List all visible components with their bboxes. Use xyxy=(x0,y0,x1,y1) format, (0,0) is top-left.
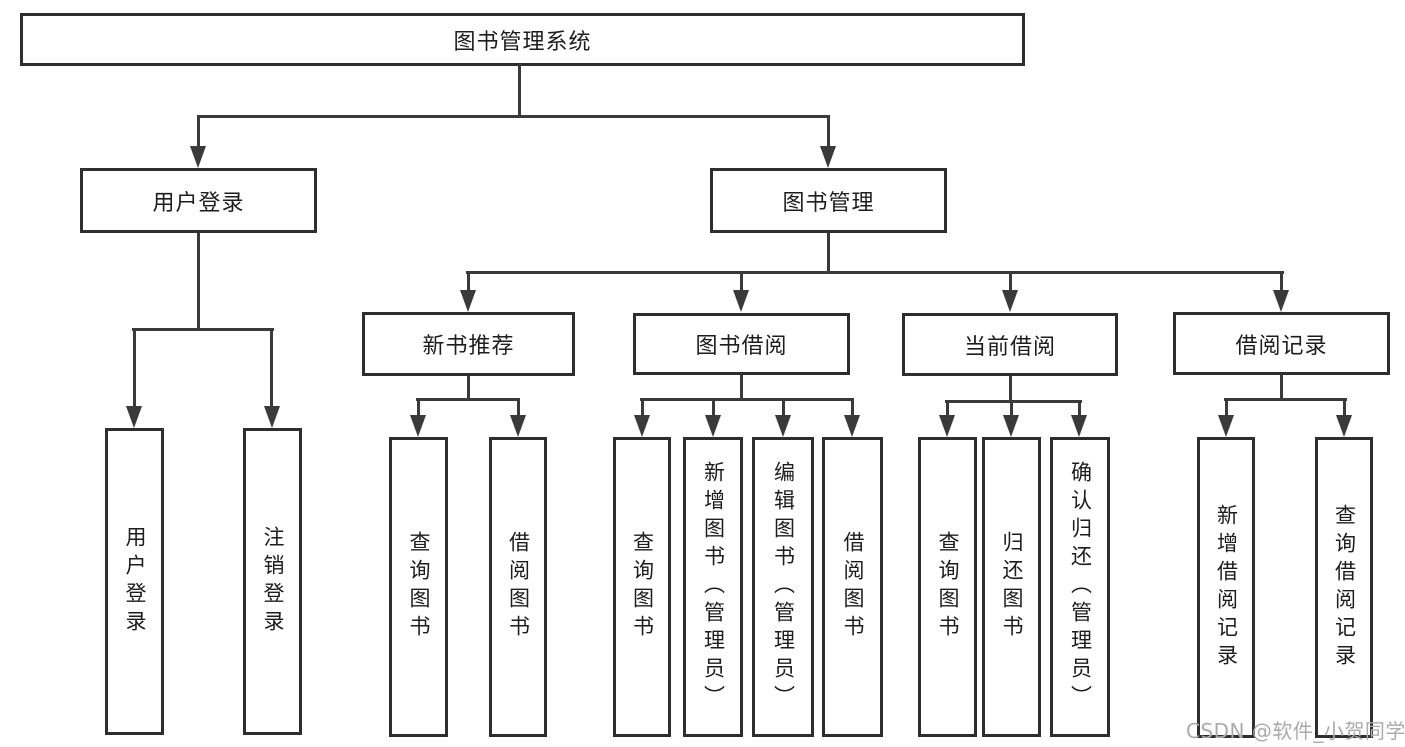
node-new-book-recommend: 新书推荐 xyxy=(362,312,575,376)
arrow-down-icon xyxy=(1002,290,1018,312)
connector-line xyxy=(740,271,743,296)
connector-line xyxy=(466,271,1284,274)
leaf-add-book-admin: 新增图书（管理员） xyxy=(683,437,743,737)
connector-line xyxy=(946,400,949,422)
connector-line xyxy=(1224,398,1347,401)
connector-line xyxy=(1009,271,1012,296)
node-user-login: 用户登录 xyxy=(80,168,317,233)
node-label: 图书借阅 xyxy=(695,334,788,359)
connector-line xyxy=(712,398,715,422)
arrow-down-icon xyxy=(1336,415,1352,437)
node-system-root: 图书管理系统 xyxy=(20,13,1025,66)
node-label: 用户登录 xyxy=(123,525,147,638)
leaf-borrow-books-borrowing: 借阅图书 xyxy=(822,437,883,737)
connector-line xyxy=(782,398,785,422)
connector-line xyxy=(1343,398,1346,422)
connector-line xyxy=(133,328,136,412)
leaf-query-books-current: 查询图书 xyxy=(918,437,977,737)
node-current-borrowing: 当前借阅 xyxy=(902,313,1118,376)
arrow-down-icon xyxy=(410,415,426,437)
connector-line xyxy=(1078,400,1081,422)
connector-line xyxy=(1280,271,1283,296)
arrow-down-icon xyxy=(1071,415,1087,437)
connector-line xyxy=(641,398,644,422)
connector-line xyxy=(851,398,854,422)
arrow-down-icon xyxy=(1218,415,1234,437)
arrow-down-icon xyxy=(939,415,955,437)
node-label: 归还图书 xyxy=(1000,531,1024,643)
connector-line xyxy=(197,115,830,118)
node-book-borrowing: 图书借阅 xyxy=(633,313,850,375)
arrow-down-icon xyxy=(190,146,206,168)
leaf-query-books-borrowing: 查询图书 xyxy=(613,437,671,737)
connector-line xyxy=(132,328,274,331)
node-label: 查询图书 xyxy=(407,531,431,643)
node-label: 查询图书 xyxy=(630,531,655,643)
connector-line xyxy=(1009,376,1012,403)
arrow-down-icon xyxy=(705,415,721,437)
arrow-down-icon xyxy=(775,415,791,437)
connector-line xyxy=(417,398,420,422)
leaf-add-borrow-record: 新增借阅记录 xyxy=(1197,437,1255,738)
arrow-down-icon xyxy=(1003,415,1019,437)
watermark: CSDN @软件_小贺同学 xyxy=(1186,719,1405,743)
node-label: 新书推荐 xyxy=(422,334,515,359)
connector-line xyxy=(945,400,1082,403)
node-label: 图书管理系统 xyxy=(453,29,592,55)
connector-line xyxy=(197,233,200,330)
arrow-down-icon xyxy=(844,415,860,437)
leaf-return-book: 归还图书 xyxy=(982,437,1041,737)
connector-line xyxy=(416,398,520,401)
connector-line xyxy=(827,233,830,274)
node-label: 新增图书（管理员） xyxy=(701,461,726,713)
arrow-down-icon xyxy=(820,146,836,168)
connector-line xyxy=(1280,375,1283,401)
node-label: 图书管理 xyxy=(782,190,875,216)
connector-line xyxy=(467,376,470,401)
node-label: 用户登录 xyxy=(152,190,245,216)
node-label: 新增借阅记录 xyxy=(1214,503,1239,672)
node-label: 编辑图书（管理员） xyxy=(771,461,796,713)
connector-line xyxy=(270,328,273,412)
node-label: 借阅记录 xyxy=(1235,333,1328,359)
connector-line xyxy=(1225,398,1228,422)
arrow-down-icon xyxy=(634,415,650,437)
node-borrowing-records: 借阅记录 xyxy=(1173,312,1390,375)
connector-line xyxy=(827,115,830,155)
arrow-down-icon xyxy=(460,290,476,312)
arrow-down-icon xyxy=(510,415,526,437)
leaf-user-login: 用户登录 xyxy=(105,428,164,735)
connector-line xyxy=(740,374,743,401)
leaf-logout: 注销登录 xyxy=(243,428,302,735)
arrow-down-icon xyxy=(1273,290,1289,312)
node-label: 借阅图书 xyxy=(841,531,865,643)
node-label: 查询图书 xyxy=(936,531,960,643)
leaf-borrow-books-recommend: 借阅图书 xyxy=(489,437,547,737)
leaf-edit-book-admin: 编辑图书（管理员） xyxy=(752,437,814,737)
arrow-down-icon xyxy=(733,290,749,312)
node-book-management: 图书管理 xyxy=(710,168,947,233)
arrow-down-icon xyxy=(126,406,142,428)
connector-line xyxy=(518,64,521,118)
connector-line xyxy=(517,398,520,422)
node-label: 注销登录 xyxy=(261,525,285,638)
connector-line xyxy=(1010,400,1013,422)
node-label: 借阅图书 xyxy=(506,531,531,643)
leaf-query-books-recommend: 查询图书 xyxy=(389,437,448,737)
arrow-down-icon xyxy=(264,406,280,428)
connector-line xyxy=(640,398,854,401)
connector-line xyxy=(467,271,470,296)
node-label: 确认归还（管理员） xyxy=(1068,461,1093,713)
leaf-confirm-return-admin: 确认归还（管理员） xyxy=(1050,437,1110,737)
node-label: 查询借阅记录 xyxy=(1332,503,1357,672)
connector-line xyxy=(197,115,200,155)
leaf-query-borrow-record: 查询借阅记录 xyxy=(1315,437,1373,738)
node-label: 当前借阅 xyxy=(963,334,1056,360)
